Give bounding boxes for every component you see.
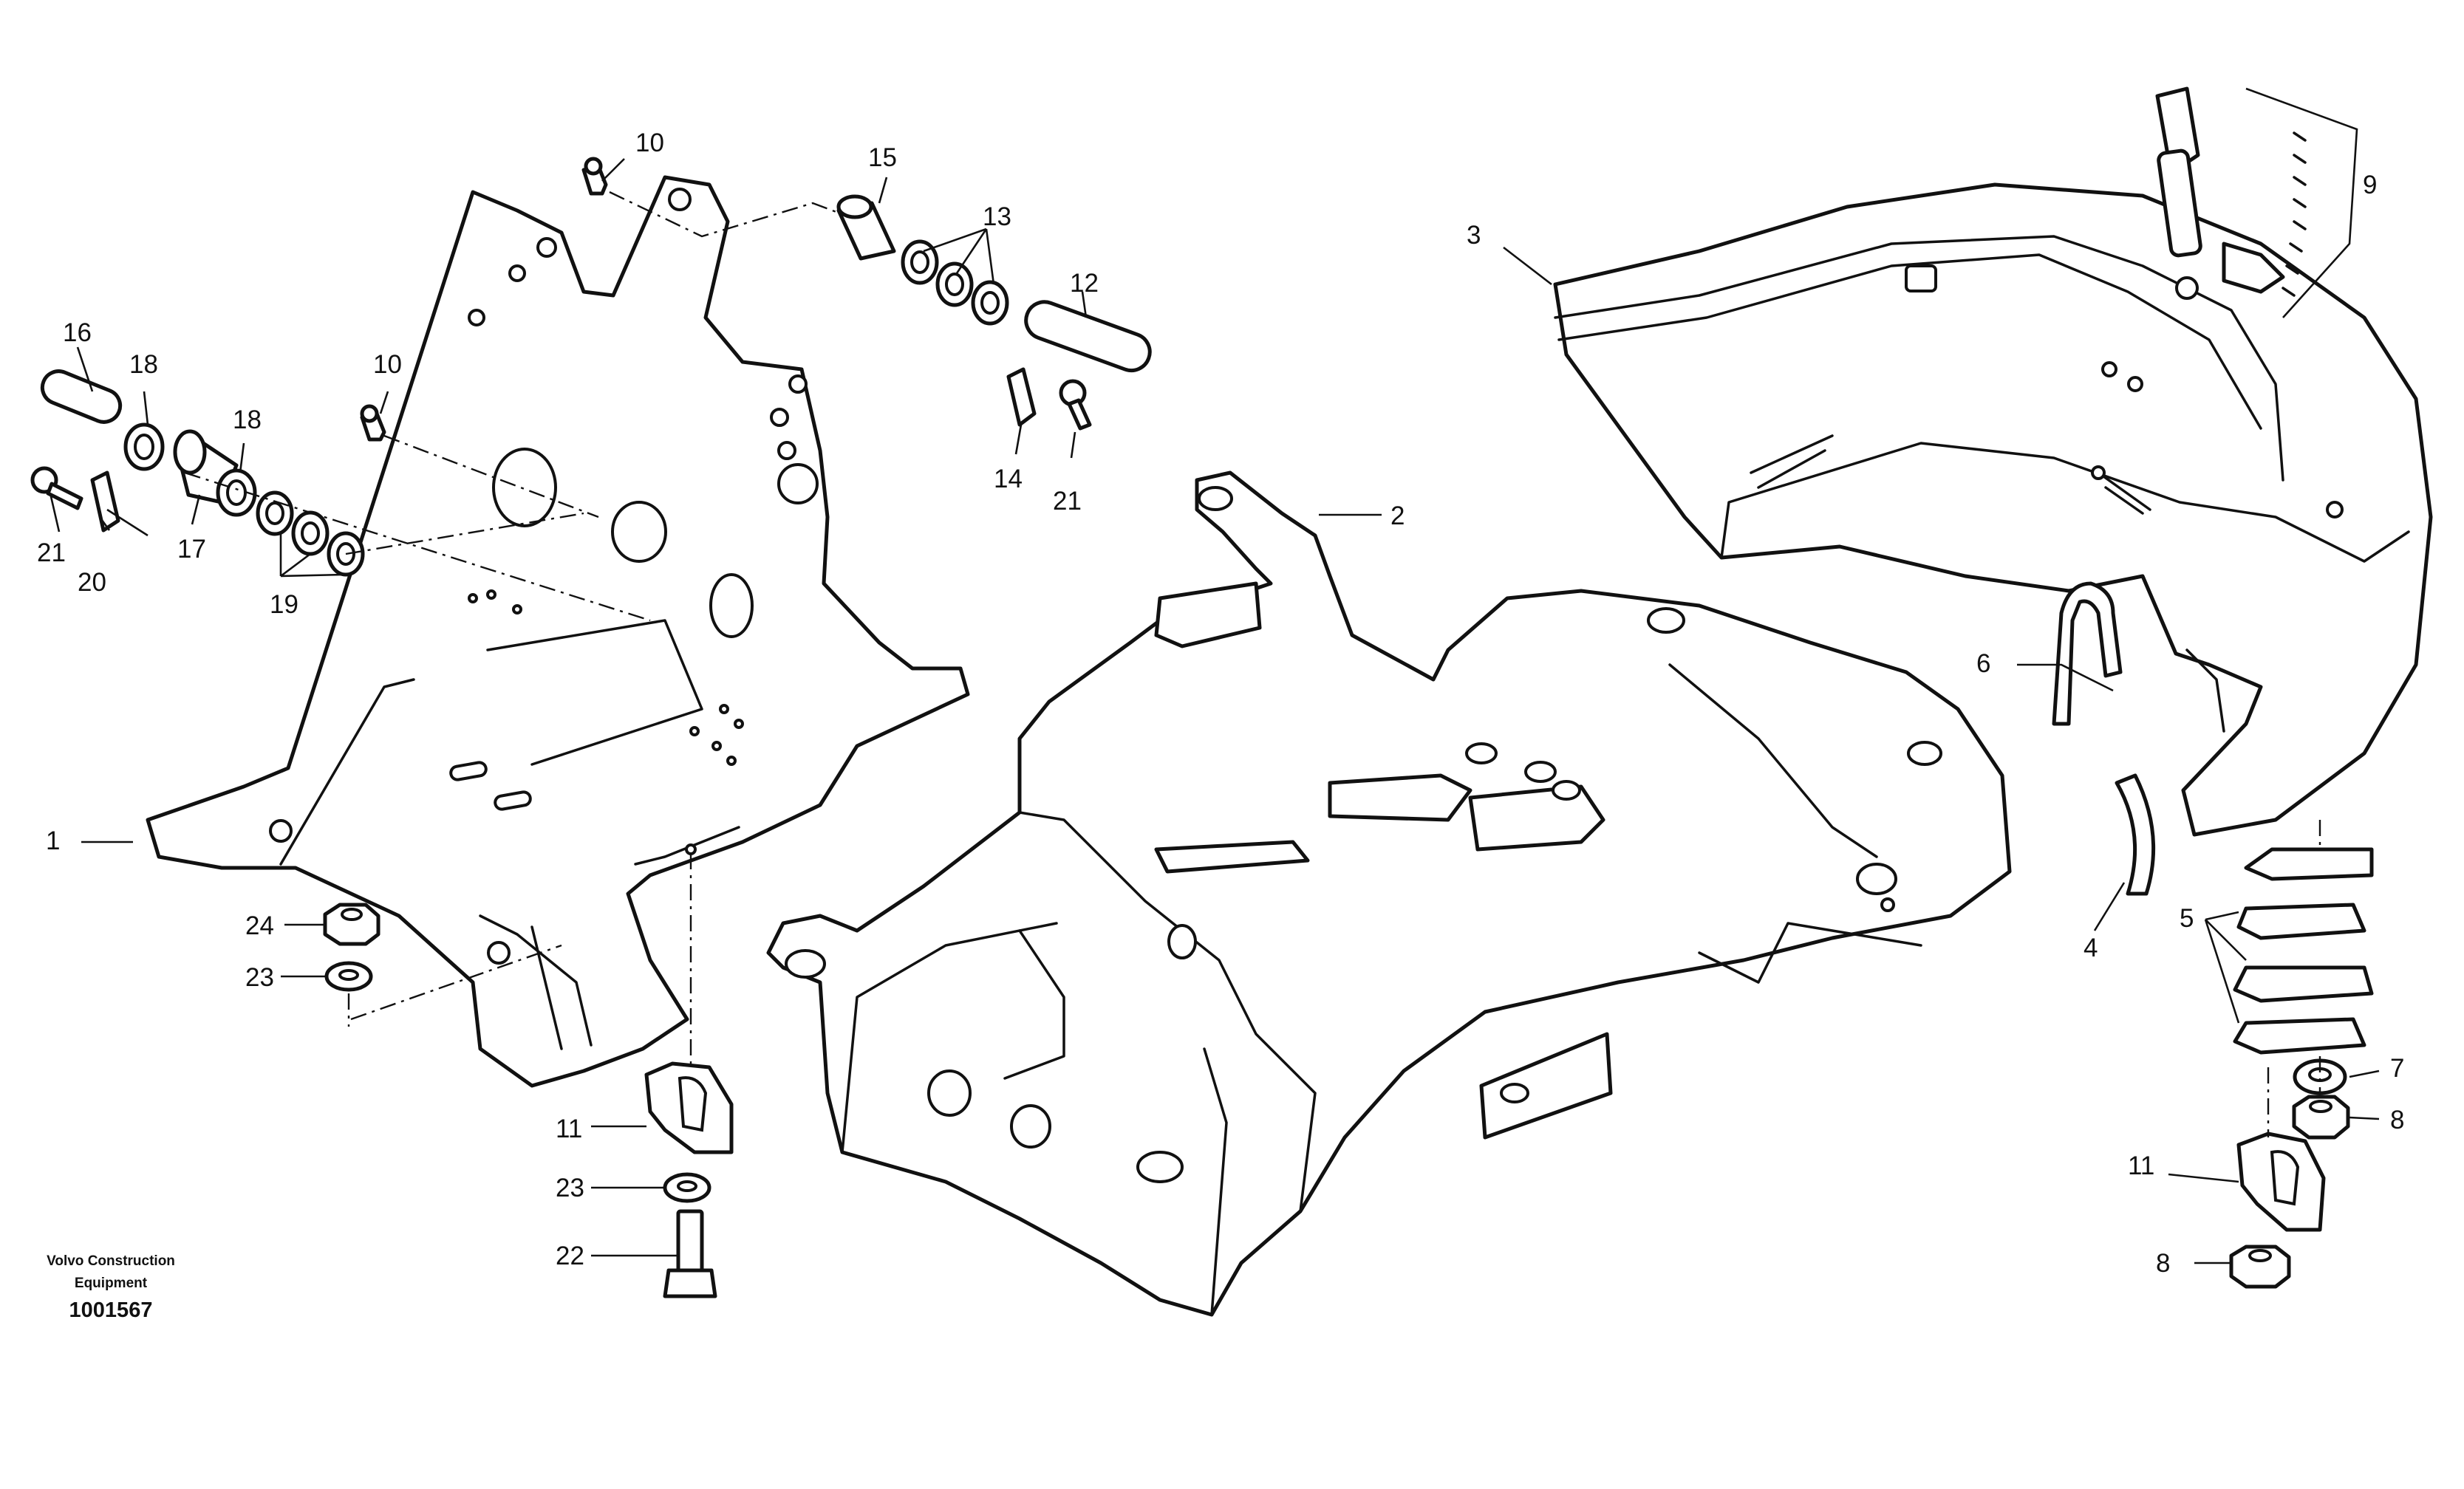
callout-22: 22 <box>556 1242 584 1270</box>
bolt-22 <box>663 1209 717 1298</box>
lug-11-right <box>2236 1132 2326 1232</box>
callout-14: 14 <box>994 465 1023 493</box>
bushing-15 <box>836 194 896 261</box>
callout-20: 20 <box>78 568 106 597</box>
washer-23-upper <box>324 961 373 992</box>
callout-21b: 21 <box>1053 487 1082 516</box>
callout-2: 2 <box>1390 502 1405 530</box>
callout-1: 1 <box>46 826 60 855</box>
callout-19: 19 <box>270 590 298 619</box>
washer-23-lower <box>663 1172 711 1203</box>
callout-15: 15 <box>868 143 897 172</box>
pivot-pin-12 <box>1024 300 1152 373</box>
callout-3: 3 <box>1467 221 1481 250</box>
callout-18b: 18 <box>233 405 262 434</box>
callout-23a: 23 <box>245 963 274 992</box>
callout-18a: 18 <box>129 350 158 379</box>
lock-plate-20 <box>90 470 120 533</box>
callout-13: 13 <box>983 202 1011 231</box>
manufacturer-line-2: Equipment <box>74 1276 148 1291</box>
callout-10b: 10 <box>373 350 402 379</box>
callout-23b: 23 <box>556 1174 584 1202</box>
nut-24 <box>323 903 380 946</box>
shim-4 <box>2115 773 2156 896</box>
callout-11a: 11 <box>556 1115 582 1143</box>
locking-pin-9 <box>2155 86 2358 318</box>
callout-7: 7 <box>2390 1054 2404 1083</box>
seals-19 <box>256 490 365 577</box>
pivot-pin-16 <box>40 369 123 424</box>
callout-16: 16 <box>63 318 92 347</box>
seal-18-left <box>123 422 165 471</box>
seals-13 <box>901 239 1009 326</box>
nut-8-lower <box>2229 1245 2291 1289</box>
lift-arm-bracket <box>146 175 970 1088</box>
callout-6: 6 <box>1976 649 1990 678</box>
callout-4: 4 <box>2084 934 2098 962</box>
bolt-21-left <box>30 466 83 510</box>
callout-17: 17 <box>177 535 206 564</box>
callout-10a: 10 <box>635 129 664 157</box>
lock-plate-14 <box>1006 367 1037 427</box>
leader-lines <box>49 158 2380 1264</box>
nut-8-upper <box>2292 1095 2350 1140</box>
manufacturer-line-1: Volvo Construction <box>47 1253 175 1269</box>
callout-8b: 8 <box>2156 1249 2170 1278</box>
grease-nipple-10-upper <box>581 157 608 196</box>
bolt-21-right <box>1059 379 1092 431</box>
callout-12: 12 <box>1070 269 1099 298</box>
callout-11b: 11 <box>2128 1151 2154 1180</box>
counterweight <box>1553 182 2433 837</box>
front-frame <box>766 470 2012 1317</box>
manufacturer-stamp: Volvo Construction Equipment <box>37 1250 185 1295</box>
drawing-number: 1001567 <box>69 1298 153 1322</box>
shim-stack-5 <box>2233 847 2374 1055</box>
callout-21a: 21 <box>37 538 66 567</box>
grease-nipple-10-lower <box>360 404 386 442</box>
assembly-lines <box>184 191 2321 1137</box>
callout-8a: 8 <box>2390 1106 2404 1134</box>
u-bolt-6 <box>2052 581 2123 726</box>
callout-24: 24 <box>245 911 274 940</box>
lug-11-left <box>644 1061 734 1154</box>
callout-5: 5 <box>2180 904 2194 933</box>
callout-numbers: 1 2 3 4 5 6 7 8 8 9 10 10 11 11 12 13 14… <box>37 129 2404 1278</box>
callout-9: 9 <box>2363 171 2377 199</box>
